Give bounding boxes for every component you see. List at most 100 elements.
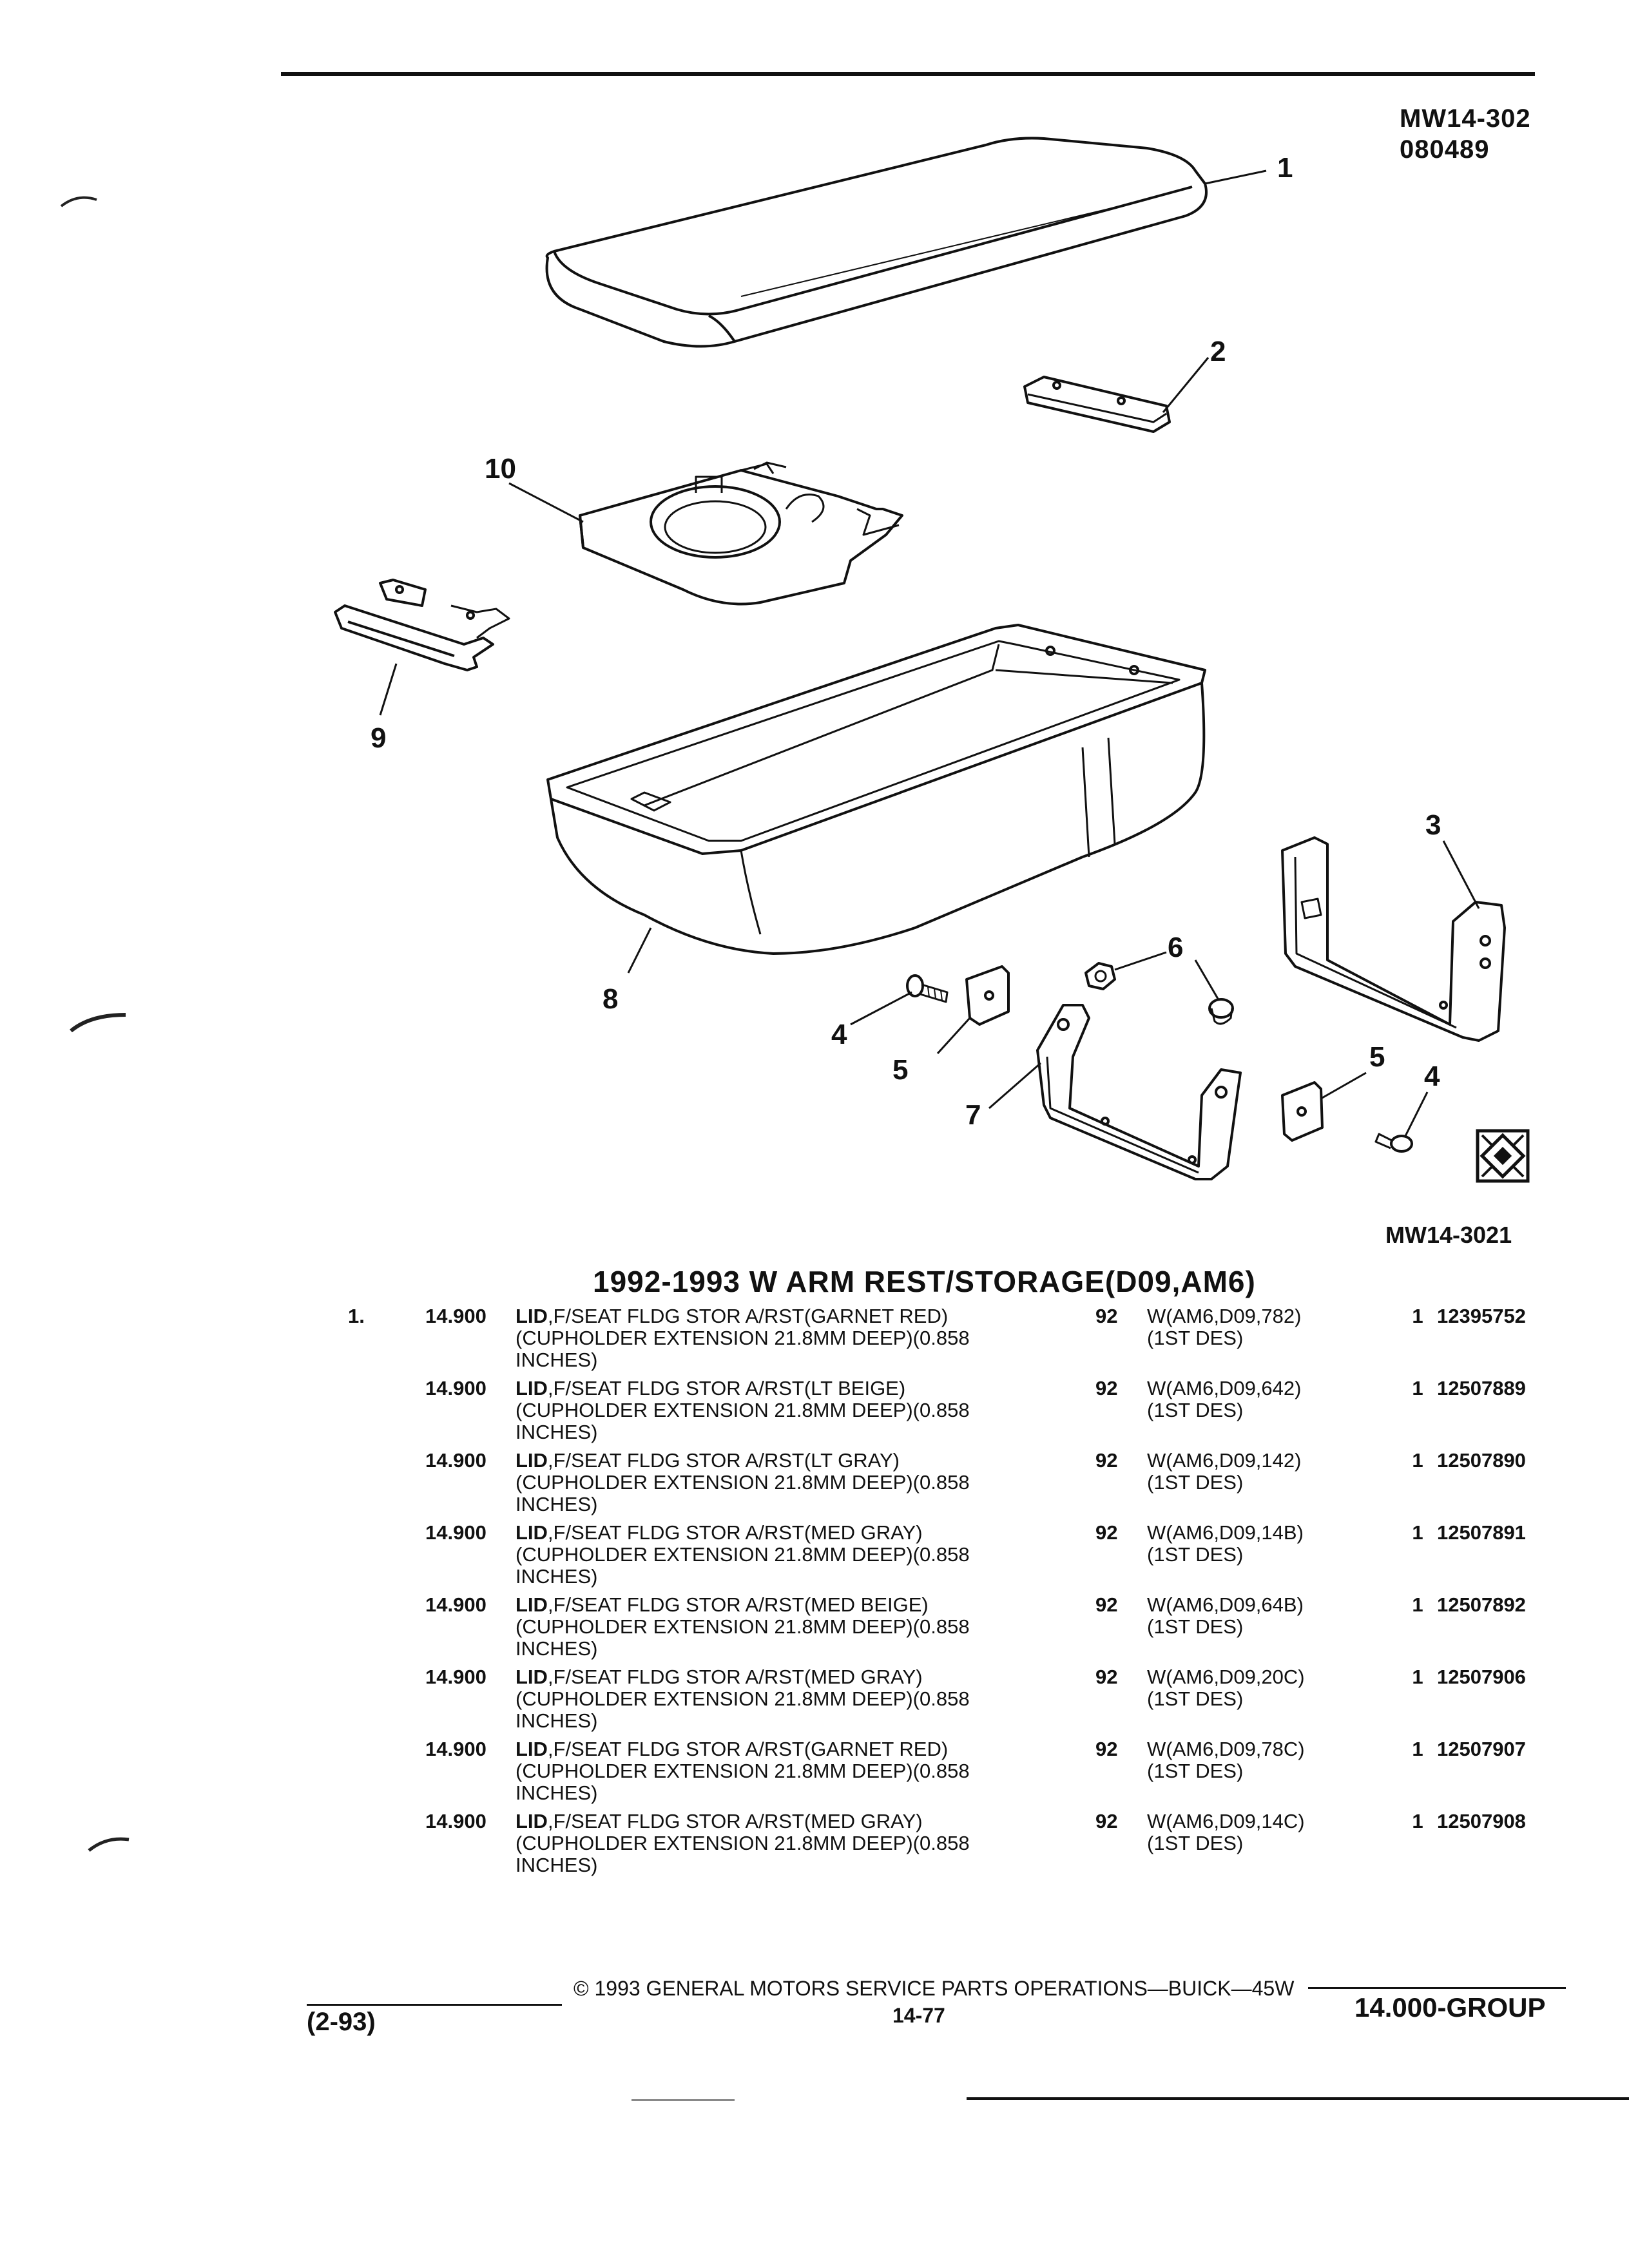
lid-part (545, 137, 1208, 348)
screw-lower-part (1374, 1133, 1413, 1153)
part-number: 12395752 (1437, 1305, 1526, 1327)
usage-line1: W(AM6,D09,142) (1147, 1449, 1302, 1472)
part-description-line3: INCHES) (516, 1637, 598, 1660)
usage-code: W(AM6,D09,64B)(1ST DES) (1147, 1594, 1398, 1666)
usage-line2: (1ST DES) (1147, 1615, 1244, 1638)
plate-upper-part (965, 965, 1010, 1026)
part-description: LID,F/SEAT FLDG STOR A/RST(GARNET RED)(C… (516, 1738, 1083, 1811)
footer-rule-left (307, 2004, 562, 2006)
usage-line1: W(AM6,D09,642) (1147, 1377, 1302, 1399)
callout-9: 9 (371, 722, 386, 754)
part-number: 12507890 (1437, 1449, 1526, 1472)
usage-code: W(AM6,D09,142)(1ST DES) (1147, 1450, 1398, 1522)
part-description-line3: INCHES) (516, 1349, 598, 1371)
footer-copyright: © 1993 GENERAL MOTORS SERVICE PARTS OPER… (574, 1977, 1295, 2000)
item-number (348, 1738, 425, 1811)
bottom-rule-faint (631, 2099, 735, 2101)
part-description-line1: ,F/SEAT FLDG STOR A/RST(GARNET RED) (547, 1738, 949, 1760)
part-description-line2: (CUPHOLDER EXTENSION 21.8MM DEEP)(0.858 (516, 1543, 970, 1566)
part-number: 12507889 (1437, 1377, 1526, 1399)
group-code: 14.900 (425, 1305, 487, 1327)
usage-line2: (1ST DES) (1147, 1687, 1244, 1710)
part-name: LID (516, 1305, 548, 1327)
plate-lower-part (1281, 1081, 1324, 1142)
part-description-line3: INCHES) (516, 1854, 598, 1876)
usage-code: W(AM6,D09,642)(1ST DES) (1147, 1378, 1398, 1450)
usage-line2: (1ST DES) (1147, 1327, 1244, 1349)
part-description-line1: ,F/SEAT FLDG STOR A/RST(MED GRAY) (547, 1810, 923, 1832)
clip-part (1023, 376, 1171, 433)
part-description-line3: INCHES) (516, 1421, 598, 1443)
part-description-line1: ,F/SEAT FLDG STOR A/RST(LT BEIGE) (547, 1377, 906, 1399)
part-description-line3: INCHES) (516, 1493, 598, 1515)
binder-marks (60, 196, 130, 1852)
part-description: LID,F/SEAT FLDG STOR A/RST(MED GRAY)(CUP… (516, 1666, 1083, 1738)
group-code: 14.900 (425, 1738, 487, 1760)
part-description-line1: ,F/SEAT FLDG STOR A/RST(MED BEIGE) (547, 1593, 929, 1616)
group-code: 14.900 (425, 1593, 487, 1616)
part-description: LID,F/SEAT FLDG STOR A/RST(MED BEIGE)(CU… (516, 1594, 1083, 1666)
part-description-line3: INCHES) (516, 1709, 598, 1732)
part-description: LID,F/SEAT FLDG STOR A/RST(MED GRAY)(CUP… (516, 1811, 1083, 1883)
usage-code: W(AM6,D09,14B)(1ST DES) (1147, 1522, 1398, 1594)
part-description-line2: (CUPHOLDER EXTENSION 21.8MM DEEP)(0.858 (516, 1687, 970, 1710)
usage-line1: W(AM6,D09,64B) (1147, 1593, 1304, 1616)
model-year: 92 (1095, 1810, 1118, 1832)
part-name: LID (516, 1593, 548, 1616)
callout-4-upper: 4 (831, 1019, 847, 1050)
exploded-parts-diagram: 1 2 3 4 4 5 5 6 7 8 9 10 (334, 137, 1506, 1180)
model-year: 92 (1095, 1593, 1118, 1616)
part-description-line3: INCHES) (516, 1565, 598, 1588)
leader-lines (379, 169, 1480, 1138)
part-number: 12507891 (1437, 1521, 1526, 1544)
group-code: 14.900 (425, 1449, 487, 1472)
part-description-line1: ,F/SEAT FLDG STOR A/RST(LT GRAY) (547, 1449, 900, 1472)
usage-line2: (1ST DES) (1147, 1543, 1244, 1566)
part-name: LID (516, 1377, 548, 1399)
usage-line1: W(AM6,D09,14C) (1147, 1810, 1305, 1832)
part-name: LID (516, 1666, 548, 1688)
part-description: LID,F/SEAT FLDG STOR A/RST(MED GRAY)(CUP… (516, 1522, 1083, 1594)
u-bracket-right-part (1281, 836, 1506, 1042)
illustration-code: MW14-302 (1400, 104, 1531, 133)
usage-code: W(AM6,D09,78C)(1ST DES) (1147, 1738, 1398, 1811)
callout-6: 6 (1168, 932, 1183, 963)
part-name: LID (516, 1449, 548, 1472)
part-description: LID,F/SEAT FLDG STOR A/RST(LT BEIGE)(CUP… (516, 1378, 1083, 1450)
table-row: 14.900 LID,F/SEAT FLDG STOR A/RST(MED BEI… (348, 1594, 1579, 1666)
usage-line1: W(AM6,D09,14B) (1147, 1521, 1304, 1544)
top-rule (281, 72, 1535, 76)
footer-page-number: 14-77 (892, 2004, 945, 2027)
part-description: LID,F/SEAT FLDG STOR A/RST(LT GRAY)(CUPH… (516, 1450, 1083, 1522)
footer-rule-right (1308, 1987, 1566, 1989)
cross-pattern-icon (1476, 1129, 1530, 1183)
bracket-left-part (334, 579, 510, 671)
callout-5-upper: 5 (892, 1054, 908, 1086)
nut-part (1084, 962, 1116, 990)
quantity: 1 (1412, 1305, 1423, 1327)
part-number: 12507908 (1437, 1810, 1526, 1832)
footer-group: 14.000-GROUP (1354, 1992, 1546, 2023)
quantity: 1 (1412, 1449, 1423, 1472)
model-year: 92 (1095, 1521, 1118, 1544)
screw-upper-part (906, 974, 949, 1003)
cap-part (1208, 998, 1234, 1025)
part-number: 12507906 (1437, 1666, 1526, 1688)
part-description-line1: ,F/SEAT FLDG STOR A/RST(MED GRAY) (547, 1666, 923, 1688)
model-year: 92 (1095, 1666, 1118, 1688)
part-description-line2: (CUPHOLDER EXTENSION 21.8MM DEEP)(0.858 (516, 1832, 970, 1854)
callout-7: 7 (965, 1099, 981, 1131)
callout-8: 8 (602, 983, 618, 1015)
usage-code: W(AM6,D09,20C)(1ST DES) (1147, 1666, 1398, 1738)
usage-code: W(AM6,D09,782)(1ST DES) (1147, 1305, 1398, 1378)
item-number (348, 1450, 425, 1522)
quantity: 1 (1412, 1810, 1423, 1832)
item-number (348, 1378, 425, 1450)
section-title: 1992-1993 W ARM REST/STORAGE(D09,AM6) (593, 1265, 1256, 1298)
quantity: 1 (1412, 1593, 1423, 1616)
callout-3: 3 (1425, 809, 1441, 841)
